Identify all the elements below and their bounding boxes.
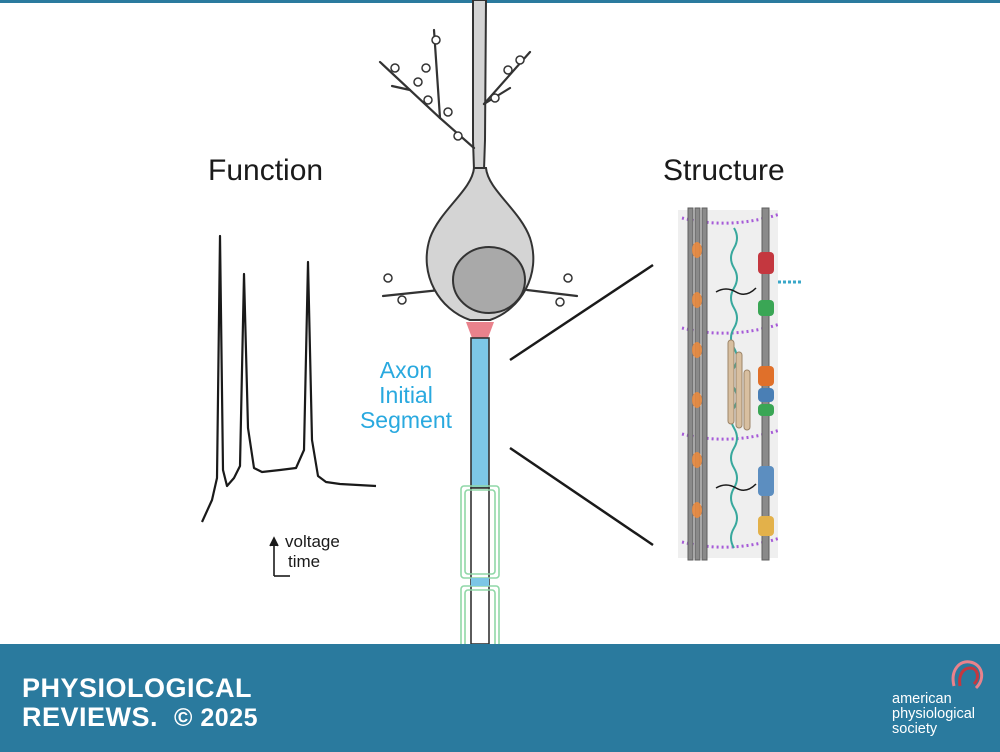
top-rule	[0, 0, 1000, 3]
journal-title: PHYSIOLOGICAL REVIEWS. © 2025	[22, 674, 258, 733]
structure-panel	[678, 207, 802, 561]
time-label: time	[288, 552, 321, 571]
society-line-1: american	[892, 691, 952, 707]
axon-initial-segment	[470, 337, 490, 489]
society-line-3: society	[892, 721, 938, 737]
axon-hillock	[466, 322, 494, 338]
nucleus	[452, 246, 526, 314]
society-name: american physiological society	[892, 692, 975, 737]
journal-title-line-2: REVIEWS. © 2025	[22, 703, 258, 733]
journal-title-line-1: PHYSIOLOGICAL	[22, 673, 253, 703]
ais-label-line-3: Segment	[359, 407, 453, 433]
node-of-ranvier	[471, 578, 489, 586]
footer-banner: PHYSIOLOGICAL REVIEWS. © 2025 american ph…	[0, 644, 1000, 752]
apical-dendrite	[472, 0, 488, 171]
journal-name-reviews: REVIEWS.	[22, 702, 159, 732]
axon-shaft	[470, 487, 490, 644]
dendritic-spines	[383, 35, 573, 307]
voltage-label: voltage	[285, 532, 340, 551]
structure-heading: Structure	[663, 154, 785, 187]
neuron-diagram	[200, 0, 802, 644]
copyright-notice: © 2025	[174, 704, 259, 732]
society-line-2: physiological	[892, 706, 976, 722]
zoom-lines	[509, 263, 654, 547]
action-potential-trace	[200, 234, 377, 523]
ion-channels	[758, 252, 774, 536]
axon-initial-segment-label: Axon Initial Segment	[345, 358, 467, 433]
function-heading: Function	[208, 154, 324, 187]
aps-logo-icon	[951, 660, 984, 690]
scale-bar	[269, 536, 290, 577]
ais-label-line-2: Initial	[379, 382, 433, 408]
ais-label-line-1: Axon	[379, 357, 433, 383]
